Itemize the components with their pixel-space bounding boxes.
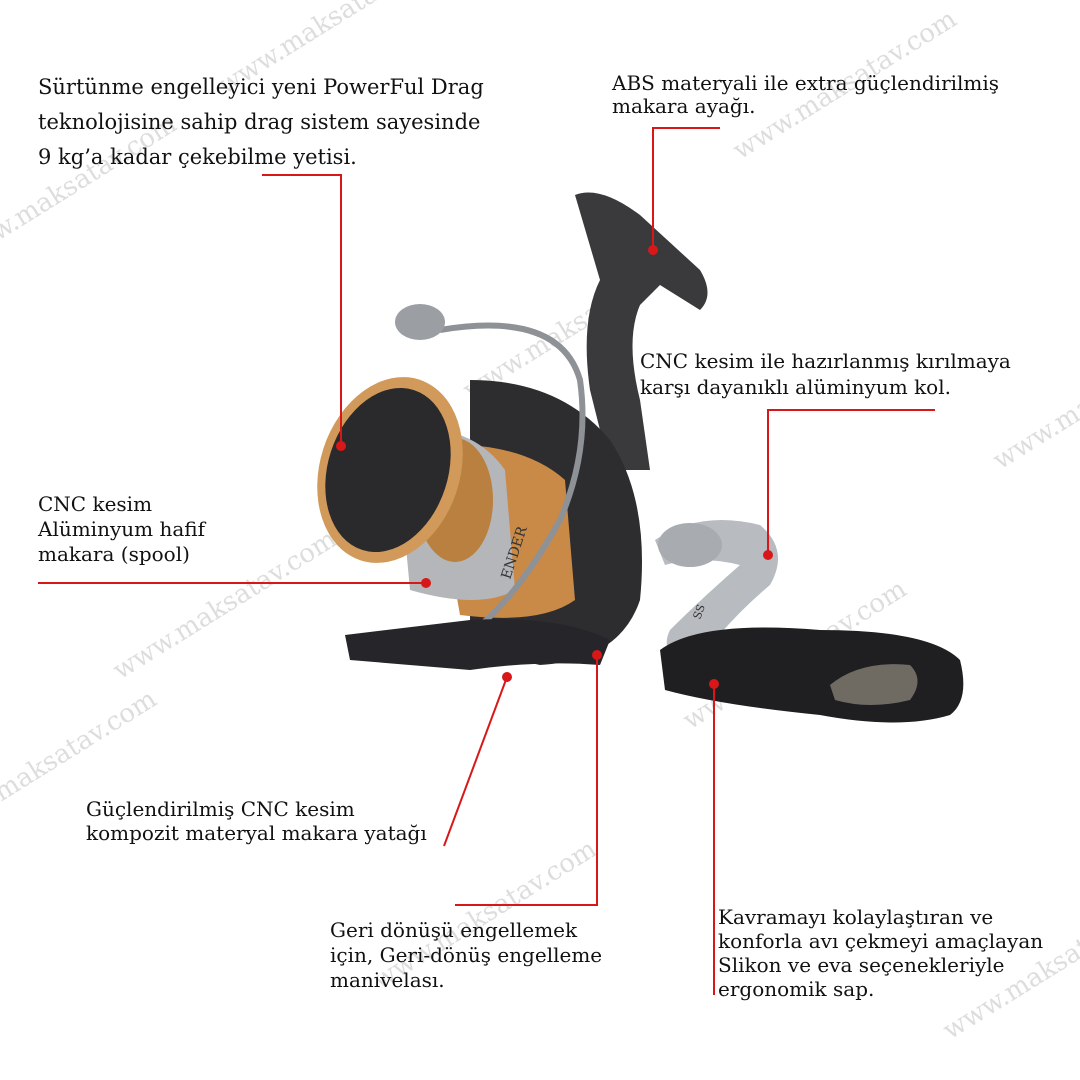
bail-wire — [439, 322, 586, 643]
annotation-line: ergonomik sap. — [718, 977, 875, 1001]
annotation-line: kompozit materyal makara yatağı — [86, 821, 427, 845]
annotation-line: Kavramayı kolaylaştıran ve — [718, 905, 994, 929]
callout-line-foot — [652, 127, 720, 250]
callout-line-seat — [443, 676, 508, 847]
annotation-line: Alüminyum hafif — [38, 517, 206, 541]
callout-dot — [502, 672, 512, 682]
callout-dots — [336, 245, 773, 689]
annotation-line: Güçlendirilmiş CNC kesim — [86, 797, 355, 821]
annotation-ergonomic-handle: Kavramayı kolaylaştıran ve konforla avı … — [718, 905, 1043, 1001]
annotation-line: 9 kg’a kadar çekebilme yetisi. — [38, 145, 357, 169]
annotation-line: için, Geri-dönüş engelleme — [330, 943, 603, 967]
callout-dot — [592, 650, 602, 660]
annotation-anti-reverse-lever: Geri dönüşü engellemek için, Geri-dönüş … — [330, 918, 602, 993]
annotation-line: konforla avı çekmeyi amaçlayan — [718, 929, 1044, 953]
callout-lines — [38, 127, 935, 995]
callout-dot — [421, 578, 431, 588]
annotation-aluminum-arm: CNC kesim ile hazırlanmış kırılmaya karş… — [640, 348, 1011, 400]
annotation-line: teknolojisine sahip drag sistem sayesind… — [38, 110, 481, 134]
annotation-line: CNC kesim ile hazırlanmış kırılmaya — [640, 349, 1011, 373]
annotation-line: karşı dayanıklı alüminyum kol. — [640, 375, 951, 399]
crank-knob — [658, 523, 722, 567]
callout-dot — [763, 550, 773, 560]
callout-dot — [336, 441, 346, 451]
reel-seat — [345, 619, 610, 670]
annotation-line: Slikon ve eva seçenekleriyle — [718, 953, 1005, 977]
line-roller — [395, 304, 445, 340]
drag-knob — [325, 387, 451, 553]
callout-line-arm — [767, 409, 935, 555]
annotation-reel-foot: ABS materyali ile extra güçlendirilmiş m… — [612, 72, 999, 118]
annotation-line: CNC kesim — [38, 492, 153, 516]
annotation-line: ABS materyali ile extra güçlendirilmiş — [612, 71, 1000, 95]
callout-line-lever — [455, 655, 598, 906]
annotation-drag-system: Sürtünme engelleyici yeni PowerFul Drag … — [38, 70, 484, 175]
handle-cap — [830, 664, 918, 705]
knob-label: SS — [691, 603, 708, 621]
annotation-line: makara (spool) — [38, 542, 190, 566]
callout-line-drag — [262, 174, 342, 443]
annotation-line: Geri dönüşü engellemek — [330, 918, 578, 942]
callout-dot — [648, 245, 658, 255]
callout-dot — [709, 679, 719, 689]
annotation-line: manivelası. — [330, 968, 445, 992]
reel-foot — [575, 192, 708, 470]
annotation-reel-seat: Güçlendirilmiş CNC kesim kompozit matery… — [86, 797, 427, 845]
annotation-line: Sürtünme engelleyici yeni PowerFul Drag — [38, 75, 484, 99]
annotation-spool: CNC kesim Alüminyum hafif makara (spool) — [38, 492, 205, 567]
fishing-reel: ENDER SS — [317, 192, 964, 723]
annotation-line: makara ayağı. — [612, 94, 756, 118]
